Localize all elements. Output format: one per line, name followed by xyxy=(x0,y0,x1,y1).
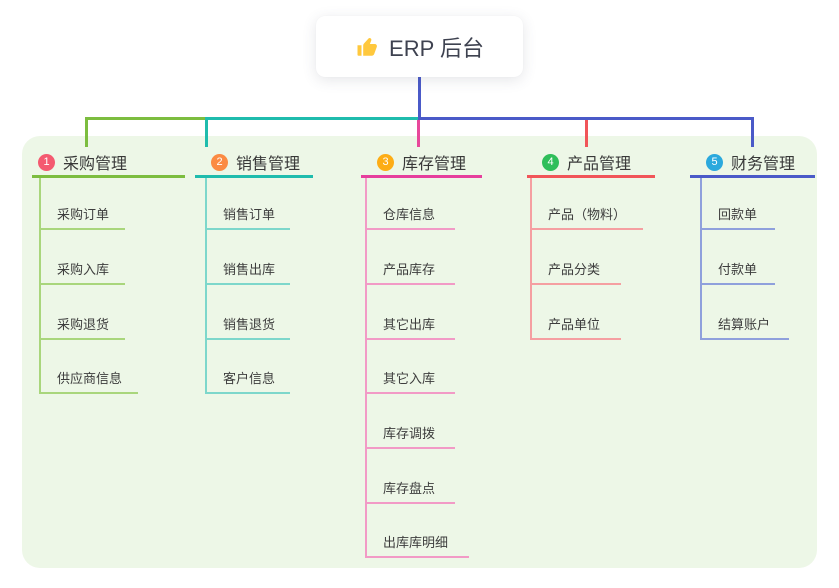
branches-background-panel xyxy=(22,136,817,568)
branch-spine-line xyxy=(205,178,207,394)
branch-title: 库存管理 xyxy=(402,156,467,173)
drop-line-purchase xyxy=(85,117,88,147)
branch-underline xyxy=(527,175,655,178)
branch-badge: 4 xyxy=(542,153,559,171)
mindmap-item[interactable]: 采购入库 xyxy=(39,256,125,285)
root-node[interactable]: ERP 后台 xyxy=(316,16,523,77)
branch-spine-line xyxy=(365,178,367,558)
mindmap-item[interactable]: 仓库信息 xyxy=(365,201,455,230)
mindmap-item[interactable]: 库存盘点 xyxy=(365,475,455,504)
mindmap-item[interactable]: 库存调拨 xyxy=(365,420,455,449)
mindmap-item[interactable]: 产品分类 xyxy=(530,256,621,285)
branch-badge: 1 xyxy=(38,153,55,171)
branch-underline xyxy=(361,175,482,178)
branch-badge: 2 xyxy=(211,153,228,171)
branch-node-sales[interactable]: 2 销售管理 xyxy=(211,149,300,175)
mindmap-item[interactable]: 采购退货 xyxy=(39,311,125,340)
mindmap-item[interactable]: 结算账户 xyxy=(700,311,789,340)
branch-title: 采购管理 xyxy=(63,156,128,173)
branch-title: 销售管理 xyxy=(236,156,301,173)
branch-title: 产品管理 xyxy=(567,156,632,173)
root-drop-line xyxy=(418,77,421,118)
branch-node-purchase[interactable]: 1 采购管理 xyxy=(38,149,127,175)
mindmap-item[interactable]: 付款单 xyxy=(700,256,775,285)
branch-node-product[interactable]: 4 产品管理 xyxy=(542,149,631,175)
mindmap-item[interactable]: 采购订单 xyxy=(39,201,125,230)
mindmap-item[interactable]: 销售订单 xyxy=(205,201,290,230)
mindmap-item[interactable]: 产品单位 xyxy=(530,311,621,340)
thumbs-up-icon xyxy=(355,35,379,59)
branch-title: 财务管理 xyxy=(731,156,796,173)
branch-spine-line xyxy=(39,178,41,394)
branch-badge: 3 xyxy=(377,153,394,171)
mindmap-item[interactable]: 其它出库 xyxy=(365,311,455,340)
drop-line-inventory xyxy=(417,120,420,147)
bus-segment-purchase xyxy=(85,117,208,120)
branch-spine-line xyxy=(700,178,702,340)
mindmap-item[interactable]: 销售出库 xyxy=(205,256,290,285)
mindmap-item[interactable]: 回款单 xyxy=(700,201,775,230)
branch-node-finance[interactable]: 5 财务管理 xyxy=(706,149,795,175)
mindmap-item[interactable]: 销售退货 xyxy=(205,311,290,340)
branch-underline xyxy=(32,175,185,178)
mindmap-item[interactable]: 产品库存 xyxy=(365,256,455,285)
mindmap-item[interactable]: 产品（物料） xyxy=(530,201,643,230)
branch-node-inventory[interactable]: 3 库存管理 xyxy=(377,149,466,175)
mindmap-item[interactable]: 其它入库 xyxy=(365,365,455,394)
drop-line-product xyxy=(585,120,588,147)
branch-spine-line xyxy=(530,178,532,340)
mindmap-item[interactable]: 出库库明细 xyxy=(365,529,469,558)
bus-segment-finance xyxy=(418,117,754,120)
root-label: ERP 后台 xyxy=(389,35,484,61)
branch-badge: 5 xyxy=(706,153,723,171)
branch-underline xyxy=(195,175,313,178)
mindmap-item[interactable]: 供应商信息 xyxy=(39,365,138,394)
drop-line-finance xyxy=(751,117,754,147)
mindmap-item[interactable]: 客户信息 xyxy=(205,365,290,394)
drop-line-sales xyxy=(205,117,208,147)
bus-segment-sales xyxy=(205,117,418,120)
branch-underline xyxy=(690,175,815,178)
